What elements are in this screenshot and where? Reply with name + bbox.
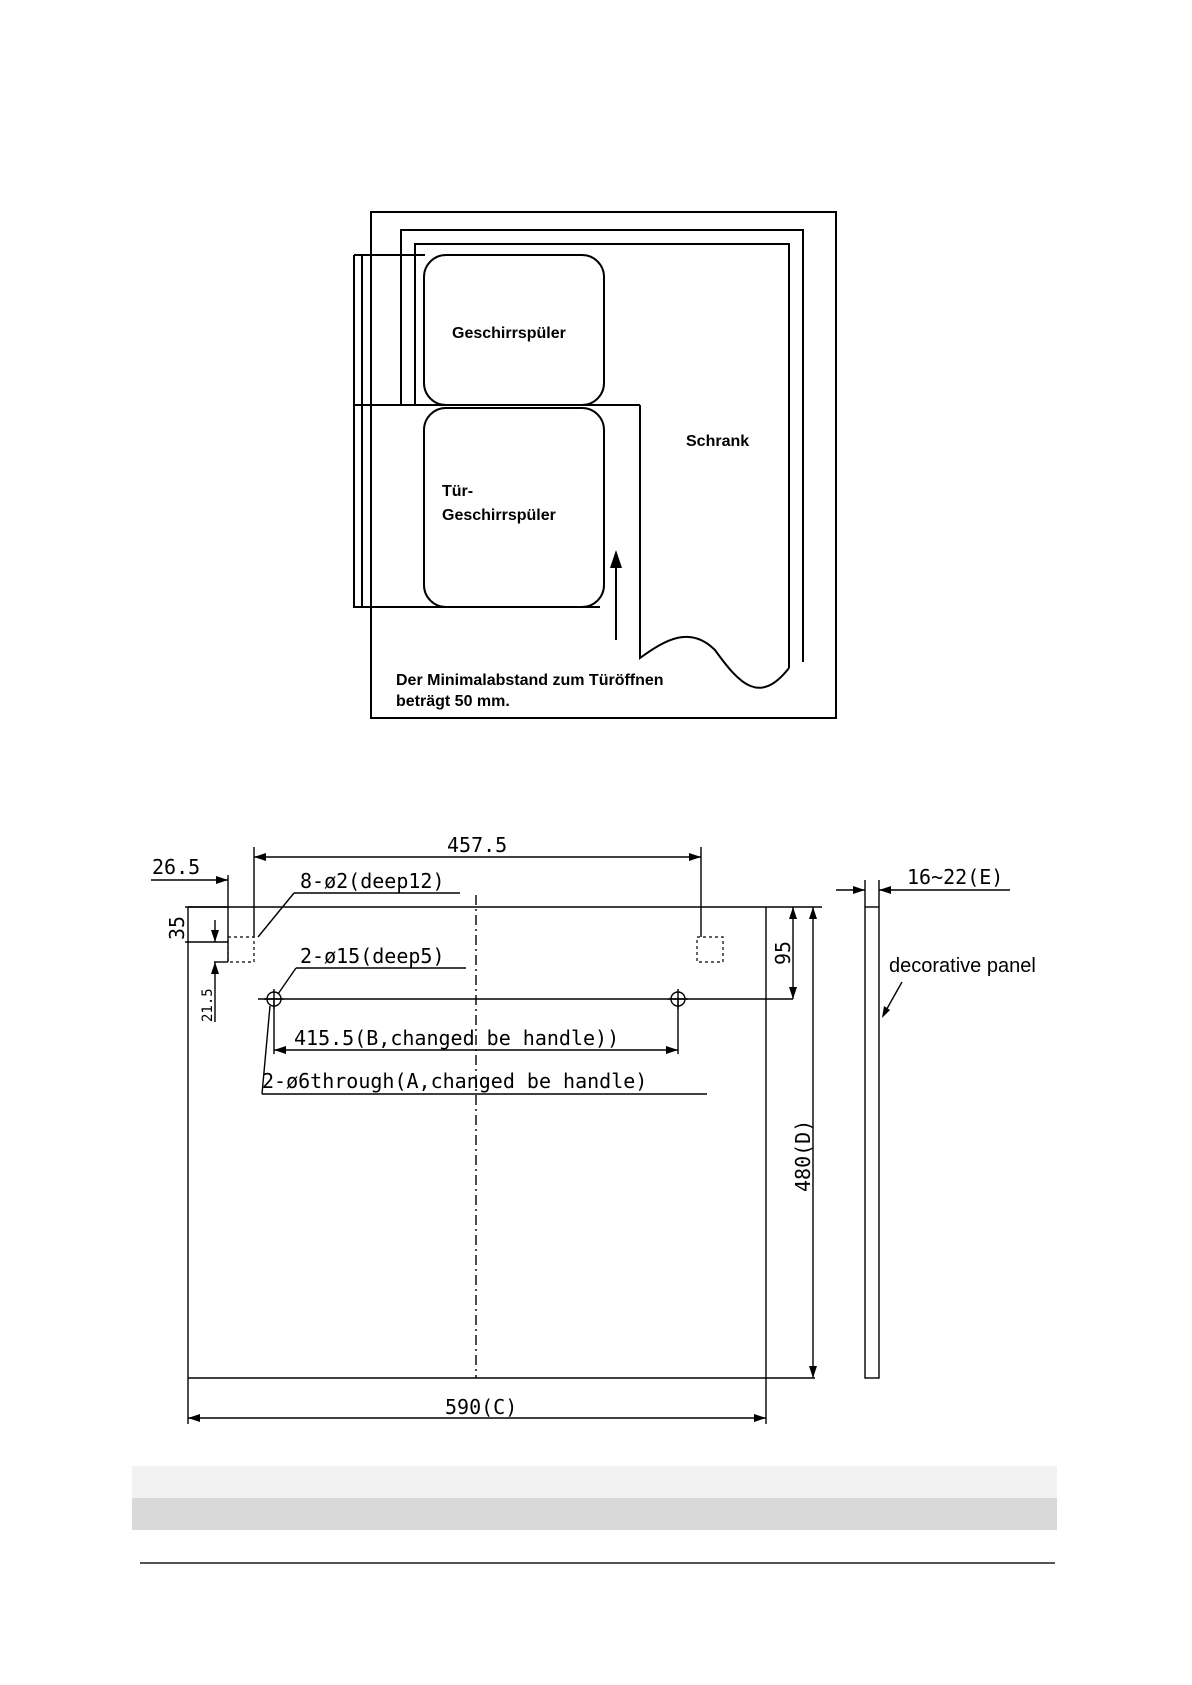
door-label-line1: Tür-	[442, 483, 473, 500]
leader-mid-holes	[278, 968, 296, 994]
dim-small-21-5: 21.5	[200, 988, 216, 1022]
note-handle-span: 415.5(B,changed be handle))	[294, 1026, 619, 1050]
dishwasher-label: Geschirrspüler	[452, 325, 566, 342]
dim-right-95: 95	[771, 941, 795, 965]
dim-thickness-arrow-left	[853, 886, 865, 894]
dim-590-arrow-left	[188, 1414, 200, 1422]
cabinet-label: Schrank	[686, 433, 749, 450]
dim-457-arrow-left	[254, 853, 266, 861]
dishwasher-side-outer	[354, 255, 600, 607]
dim-415-arrow-left	[274, 1046, 286, 1054]
panel-side-view	[865, 907, 879, 1378]
dim-left-offset: 26.5	[152, 855, 200, 879]
cabinet-outline-inner	[415, 244, 789, 668]
dim-457-arrow-right	[689, 853, 701, 861]
dim-95-arrow-bottom	[789, 987, 797, 999]
dim-hole-span: 457.5	[447, 833, 507, 857]
leader-small-holes	[258, 893, 294, 937]
clearance-note-line1: Der Minimalabstand zum Türöffnen	[396, 672, 664, 689]
footer-band-light	[132, 1466, 1057, 1498]
door-clearance-arrowhead	[610, 550, 622, 568]
footer-rule	[140, 1562, 1055, 1564]
decorative-panel-drawing: 457.5 26.5 8-ø2(deep12) 35 21.5 2-ø15(de…	[151, 833, 1036, 1424]
note-through-holes: 2-ø6through(A,changed be handle)	[262, 1069, 647, 1093]
dim-95-arrow-top	[789, 907, 797, 919]
small-hole-right	[697, 937, 723, 962]
dim-thickness: 16~22(E)	[907, 865, 1003, 889]
dim-top-35: 35	[165, 916, 189, 940]
note-mid-holes: 2-ø15(deep5)	[300, 944, 445, 968]
dim-height: 480(D)	[791, 1120, 815, 1192]
dim-width: 590(C)	[445, 1395, 517, 1419]
dim-21-arrow	[211, 962, 219, 974]
dim-35-arrow	[211, 930, 219, 942]
dim-26-arrow	[216, 876, 228, 884]
dim-480-arrow-bottom	[809, 1366, 817, 1378]
decorative-panel-label: decorative panel	[889, 955, 1036, 977]
decorative-panel-leader-arrow	[882, 1006, 890, 1018]
footer-band-dark	[132, 1498, 1057, 1530]
note-small-holes: 8-ø2(deep12)	[300, 869, 445, 893]
dim-415-arrow-right	[666, 1046, 678, 1054]
clearance-note-line2: beträgt 50 mm.	[396, 693, 510, 710]
small-hole-left	[228, 937, 254, 962]
door-label-line2: Geschirrspüler	[442, 507, 556, 524]
installation-layout-diagram: Geschirrspüler Tür- Geschirrspüler Schra…	[354, 212, 836, 718]
dim-thickness-arrow-right	[879, 886, 891, 894]
dim-480-arrow-top	[809, 907, 817, 919]
dim-590-arrow-right	[754, 1414, 766, 1422]
